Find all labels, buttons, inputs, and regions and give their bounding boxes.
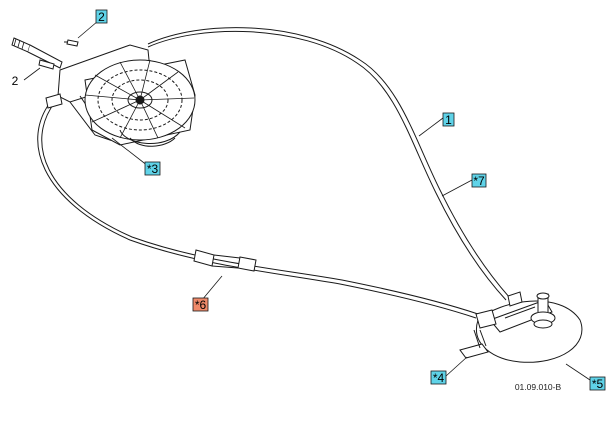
cable-6-lower-loop (37, 99, 479, 319)
leader-lines (23, 20, 591, 381)
drawing-code: 01.09.010-B (515, 382, 562, 392)
callout-7-label: *7 (473, 174, 485, 188)
callout-2-top: 2 (95, 9, 108, 24)
callout-7: *7 (471, 173, 487, 188)
callout-2-left-label: 2 (12, 74, 19, 88)
cable-1-outer-loop (147, 27, 511, 301)
discharge-deflector-assembly (11, 37, 196, 147)
control-lever-plate-assembly (459, 291, 583, 363)
callout-4: *4 (430, 370, 447, 385)
callout-1-label: 1 (445, 113, 452, 127)
callout-3-label: *3 (147, 162, 159, 176)
callout-6-label: *6 (195, 298, 207, 312)
callout-2-left: 2 (12, 74, 19, 88)
callout-2-top-label: 2 (98, 10, 105, 24)
callout-1: 1 (442, 112, 455, 127)
callout-5: *5 (589, 376, 606, 391)
callout-6: *6 (192, 297, 209, 312)
callout-4-label: *4 (433, 371, 445, 385)
callout-3: *3 (144, 161, 161, 176)
callout-5-label: *5 (592, 377, 604, 391)
cable-sleeve-group (193, 249, 257, 272)
